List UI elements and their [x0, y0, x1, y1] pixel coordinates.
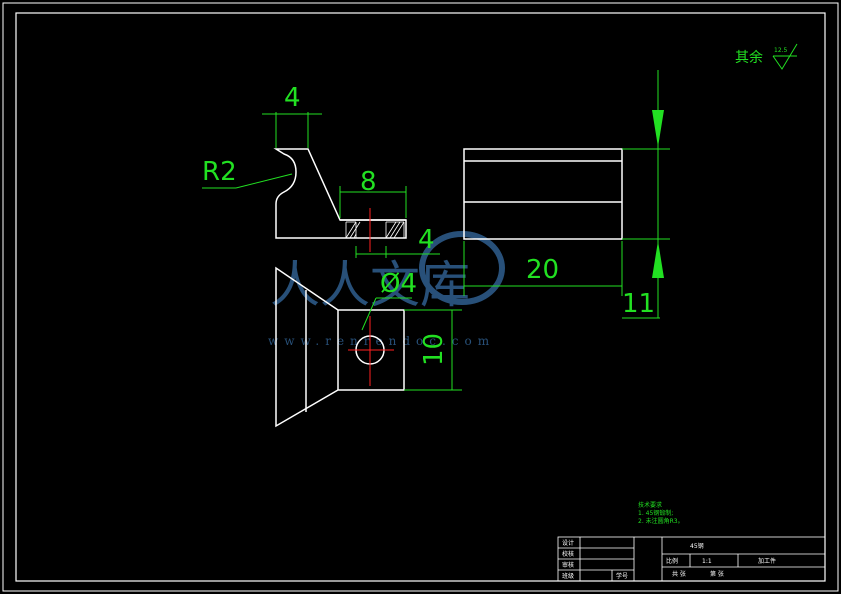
surface-roughness-note: 其余 12.5	[735, 43, 798, 70]
surface-note-label: 其余	[735, 49, 763, 66]
dim-radius: R2	[202, 157, 237, 187]
title-block	[557, 536, 826, 582]
side-view-arrows	[652, 110, 664, 278]
tb-sheet-total: 共 张	[672, 570, 686, 578]
roughness-symbol	[772, 43, 798, 70]
dim-slot-width: 8	[360, 167, 377, 197]
tech-note-1: 1. 45钢锻制;	[638, 509, 673, 517]
tb-material: 45钢	[690, 542, 704, 550]
dim-front-height: 10	[419, 333, 449, 366]
dim-hole-diameter: Ø4	[380, 269, 417, 299]
dim-side-height: 11	[622, 289, 655, 319]
tb-sheet: 第 张	[710, 570, 724, 578]
roughness-value: 12.5	[774, 47, 788, 54]
top-view-dimensions	[202, 112, 440, 258]
technical-notes: 技术要求 1. 45钢锻制; 2. 未注圆角R3。	[638, 501, 684, 525]
tb-class-label: 班级	[562, 572, 574, 580]
tb-student-no-label: 学号	[616, 572, 628, 580]
inner-frame	[15, 12, 826, 582]
tb-scale-label: 比例	[666, 557, 678, 565]
tb-review-label: 审核	[562, 561, 574, 569]
tech-note-2: 2. 未注圆角R3。	[638, 517, 684, 525]
arrow-bottom	[652, 241, 664, 278]
section-hatch	[345, 221, 405, 239]
side-view-outline	[463, 148, 623, 240]
front-view-dimensions	[361, 297, 462, 391]
arrow-top	[652, 110, 664, 147]
tb-check-label: 校核	[562, 550, 574, 558]
watermark: 人人文库 www.renrendoc.com	[268, 231, 505, 348]
top-view-outline	[273, 148, 407, 239]
tb-part-name: 加工件	[758, 557, 776, 565]
watermark-title: 人人文库	[270, 256, 470, 314]
side-view	[463, 148, 623, 240]
tech-notes-title: 技术要求	[638, 501, 662, 509]
top-view	[273, 148, 407, 252]
dim-top-width: 4	[284, 83, 301, 113]
side-view-dimensions	[463, 70, 670, 319]
tb-scale-value: 1:1	[702, 558, 712, 565]
dim-slot-depth: 4	[418, 225, 435, 255]
watermark-url: www.renrendoc.com	[268, 334, 495, 348]
tb-design-label: 设计	[562, 539, 574, 547]
dim-side-length: 20	[526, 255, 559, 285]
